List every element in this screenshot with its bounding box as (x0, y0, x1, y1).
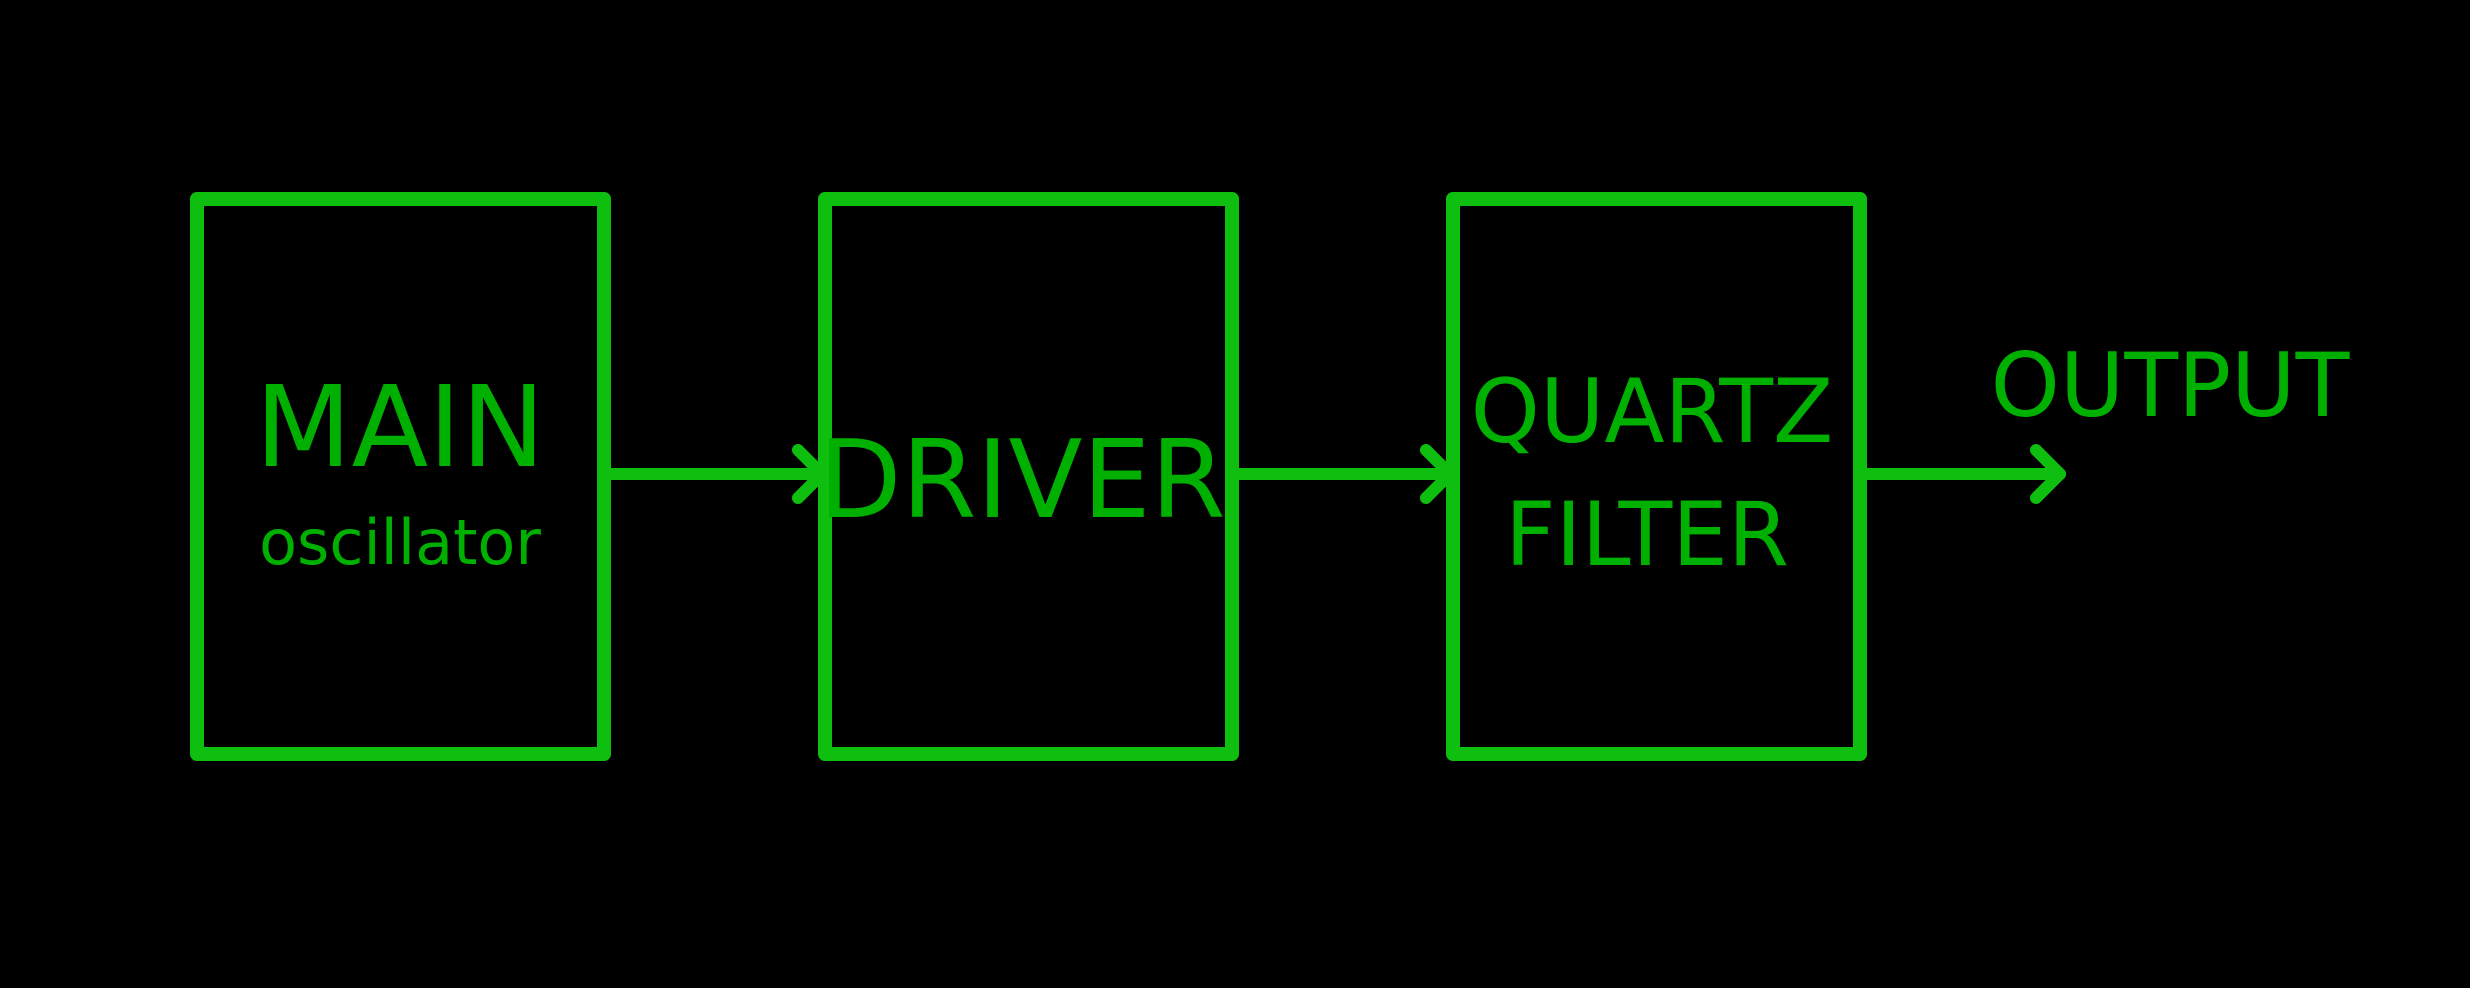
quartz-filter-label-line2: FILTER (1505, 483, 1789, 586)
driver-label: DRIVER (818, 418, 1225, 543)
output-label: OUTPUT (1991, 334, 2351, 437)
arrow-driver-to-filter (1226, 444, 1456, 504)
output-arrow (1854, 444, 2066, 504)
arrow-main-to-driver (598, 444, 828, 504)
quartz-filter-label-line1: QUARTZ (1471, 360, 1834, 463)
main-oscillator-label-main: MAIN (255, 363, 545, 493)
quartz-filter-block (1446, 192, 1867, 761)
main-oscillator-label-sub: oscillator (259, 506, 541, 579)
